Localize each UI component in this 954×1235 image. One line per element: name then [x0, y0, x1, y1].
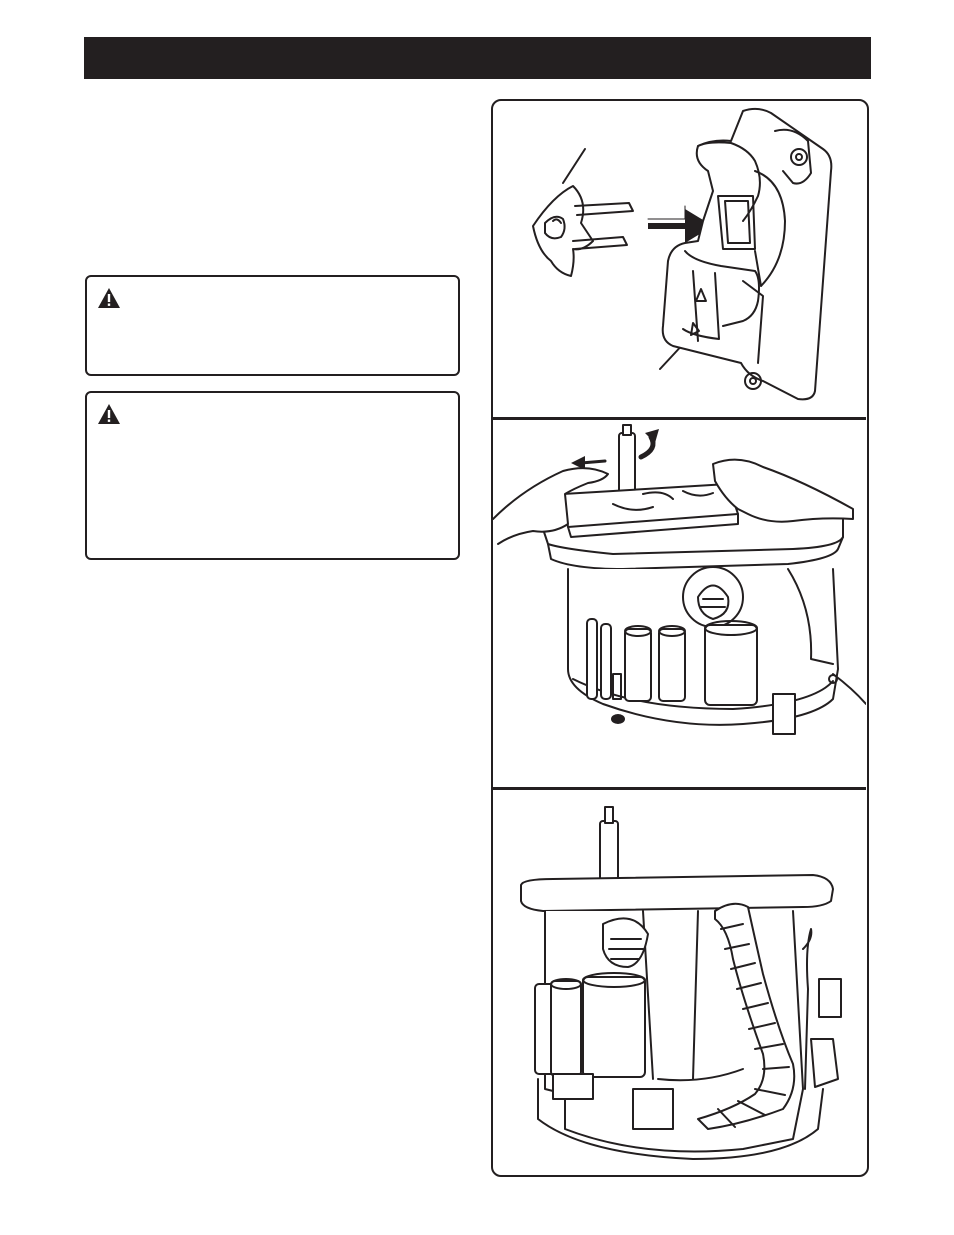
panel-divider [493, 417, 866, 420]
insert-plate-illustration [532, 107, 833, 401]
warning-triangle-icon [98, 288, 120, 308]
dust-hose-illustration [520, 806, 842, 1160]
figure-panel-insert-plate [493, 101, 866, 417]
sanding-workpiece-illustration [493, 424, 866, 735]
warning-box-1 [85, 275, 460, 376]
section-header-bar [84, 37, 871, 79]
warning-triangle-icon [98, 404, 120, 424]
figure-panel-dust-hose [493, 789, 866, 1175]
warning-box-2 [85, 391, 460, 560]
figure-panel-sanding [493, 419, 866, 787]
panel-divider [493, 787, 866, 790]
figure-frame [491, 99, 869, 1177]
